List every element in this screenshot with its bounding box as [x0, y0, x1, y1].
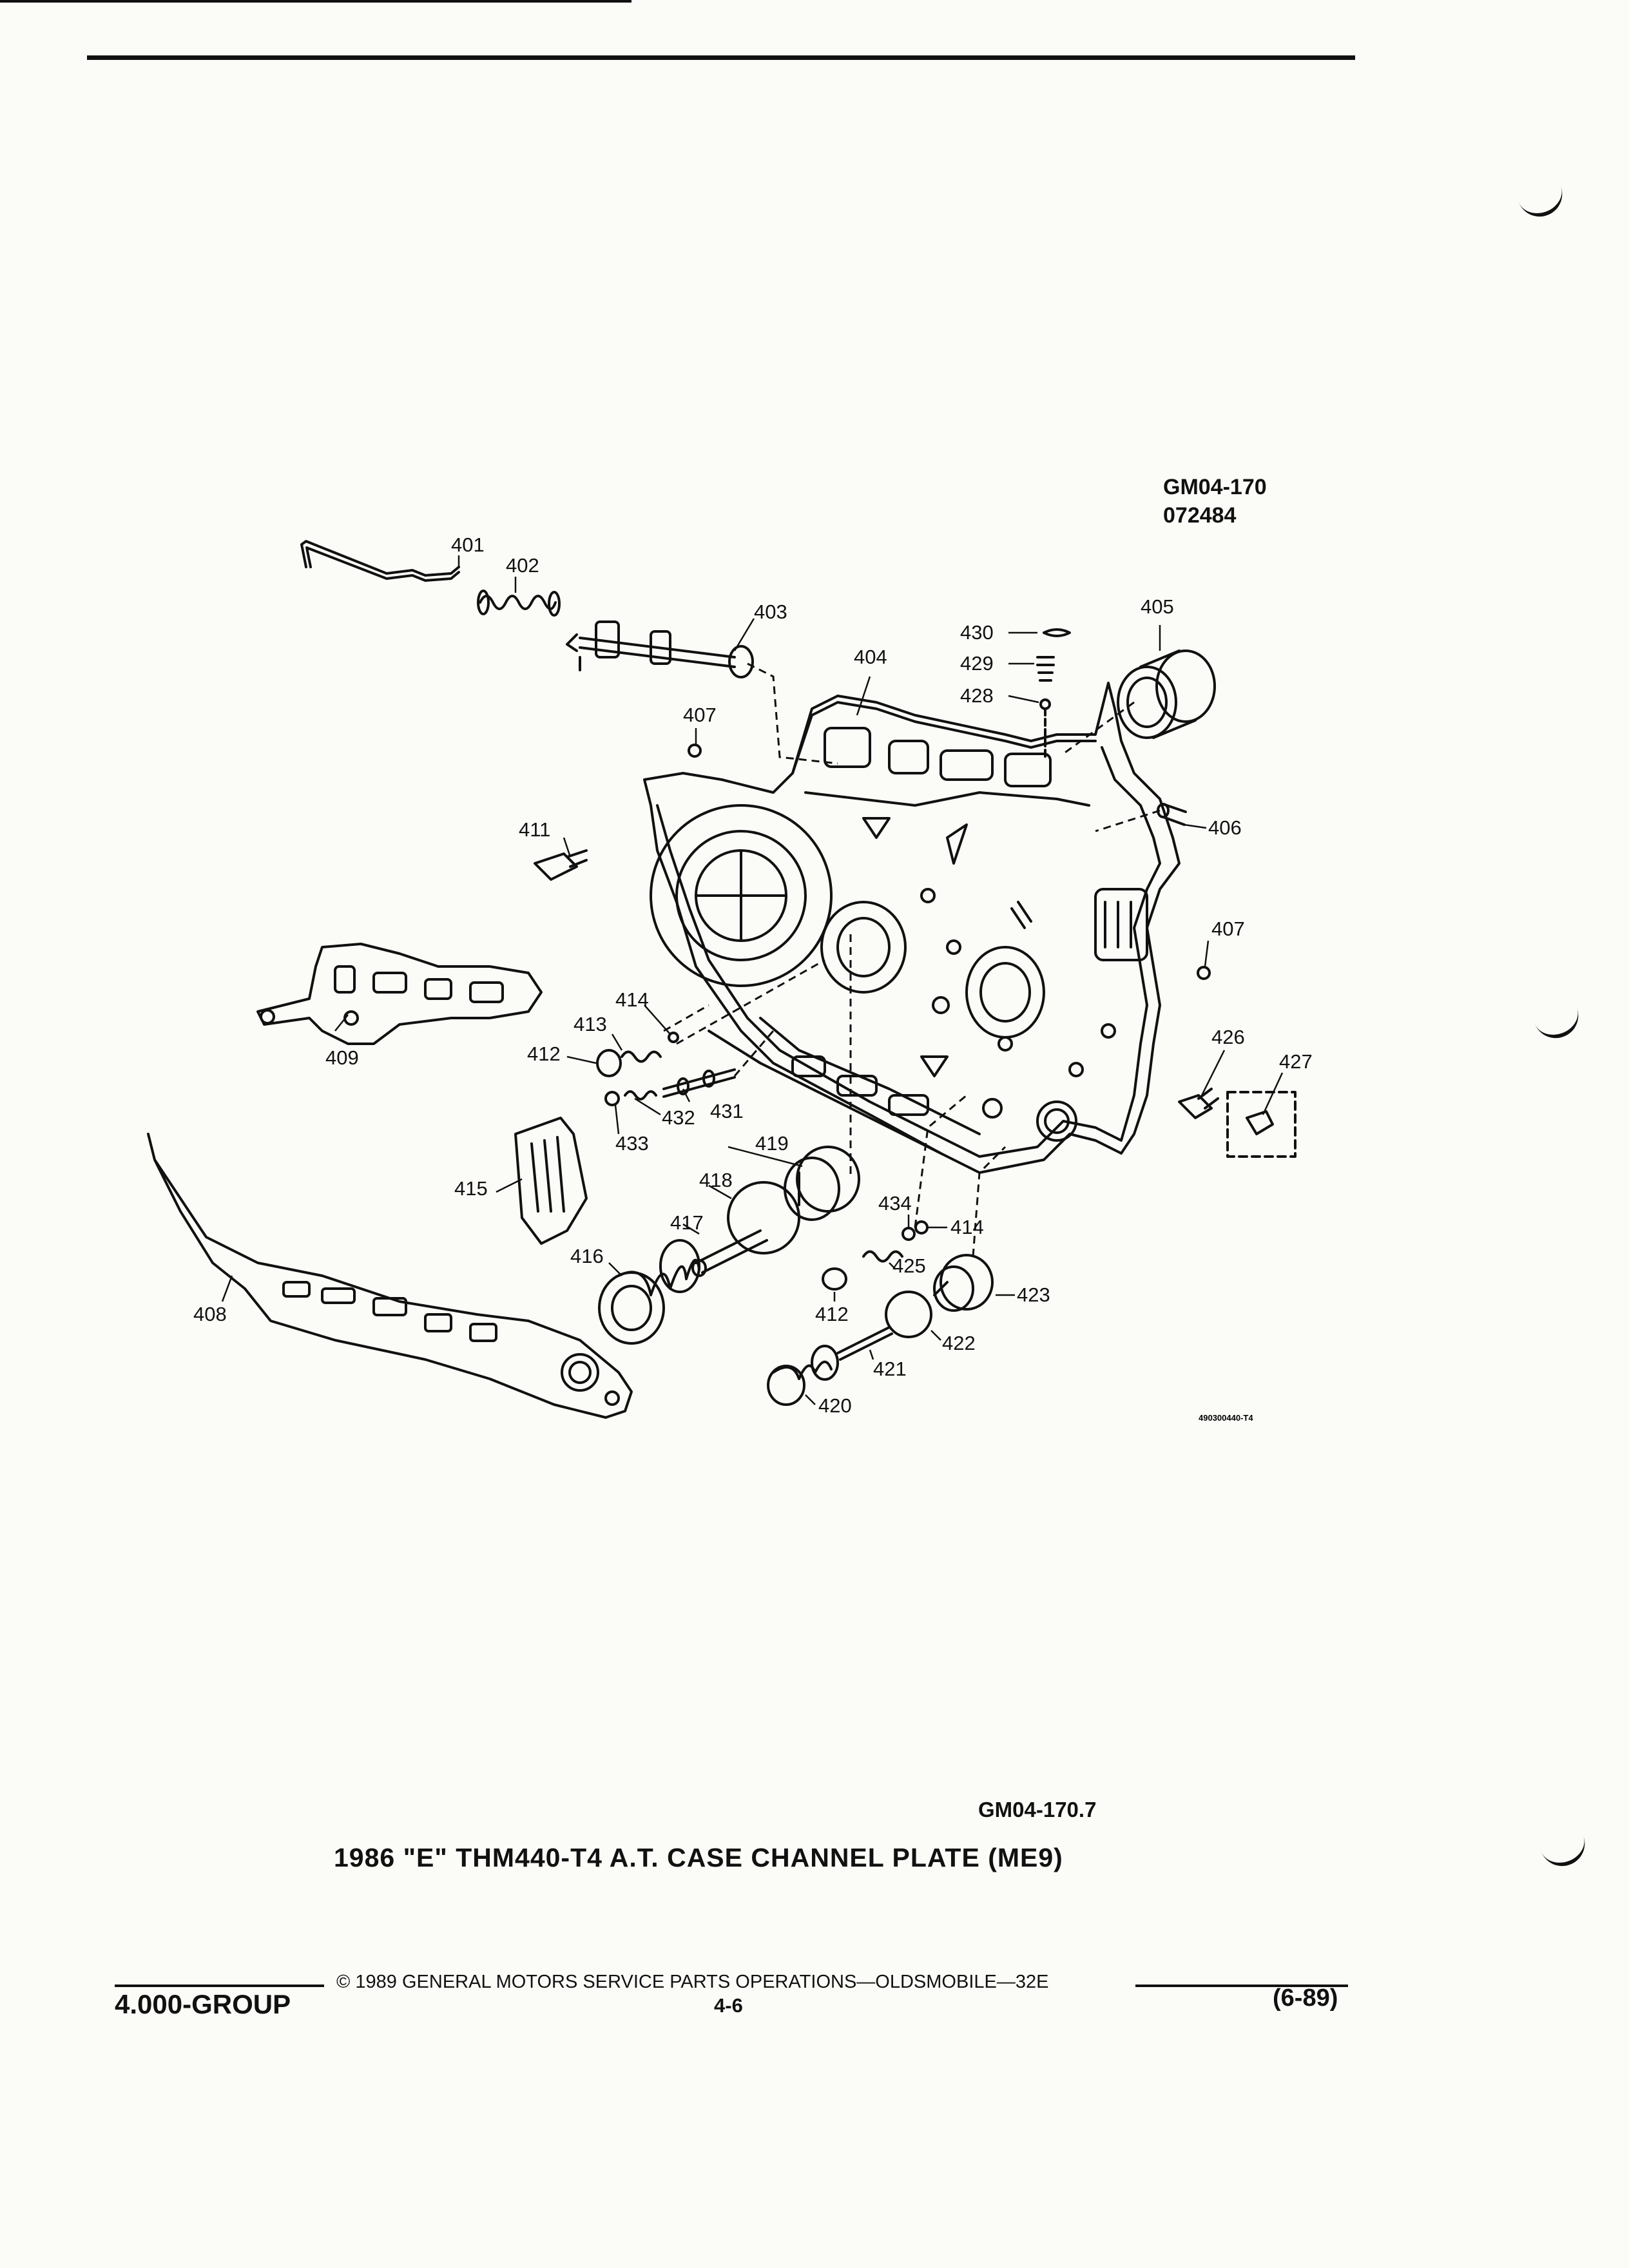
callout-412-upper: 412: [527, 1043, 561, 1065]
footer-revision-date: (6-89): [1273, 1984, 1338, 2012]
part-402-spring: [477, 590, 561, 617]
part-422-seal-ring: [885, 1291, 932, 1338]
callout-401: 401: [451, 533, 485, 556]
caption-title: 1986 "E" THM440-T4 A.T. CASE CHANNEL PLA…: [334, 1843, 1063, 1872]
callout-403: 403: [754, 601, 787, 623]
callout-414-lower: 414: [950, 1216, 984, 1238]
part-425-spring: [862, 1250, 903, 1263]
callout-421: 421: [873, 1358, 907, 1380]
callout-412-lower: 412: [815, 1303, 849, 1325]
callout-419: 419: [755, 1132, 789, 1155]
part-434-check-ball: [901, 1227, 916, 1241]
part-415-gasket: [514, 1117, 588, 1245]
part-401-rod: [300, 540, 460, 582]
callout-425: 425: [892, 1254, 926, 1277]
callout-417: 417: [670, 1211, 704, 1234]
callout-404: 404: [854, 646, 887, 668]
part-420-spring: [767, 1345, 839, 1406]
callout-418: 418: [699, 1169, 733, 1191]
part-405-seal: [1117, 649, 1216, 739]
part-431-433-valve: [604, 1068, 736, 1106]
part-414-check-ball: [914, 1220, 929, 1235]
caption-code: GM04-170.7: [978, 1798, 1097, 1821]
part-416-spring: [598, 1239, 700, 1345]
callout-405: 405: [1141, 595, 1174, 618]
part-426-switch: [1178, 1088, 1219, 1119]
footer-rule-right: [1135, 1984, 1348, 1987]
callout-431: 431: [710, 1100, 744, 1122]
date-code: 072484: [1163, 503, 1237, 528]
callout-415: 415: [454, 1177, 488, 1200]
callout-406: 406: [1208, 816, 1242, 839]
part-403-valve: [566, 620, 754, 678]
figure-code: GM04-170: [1163, 475, 1267, 499]
part-419-piston: [784, 1146, 860, 1221]
callout-433: 433: [615, 1132, 649, 1155]
callout-407-right: 407: [1211, 918, 1245, 940]
part-412-413-414-upper-valve: [596, 1032, 679, 1077]
part-428-430-checkball-spring: [1036, 628, 1071, 762]
callout-423: 423: [1017, 1283, 1050, 1306]
callout-422: 422: [942, 1332, 976, 1354]
callout-432: 432: [662, 1106, 695, 1129]
header-rule: [87, 55, 1355, 60]
callout-420: 420: [818, 1394, 852, 1417]
part-408-gasket: [147, 1133, 633, 1419]
part-407-plug: [1197, 966, 1211, 980]
callout-427: 427: [1279, 1050, 1313, 1073]
footer-rule-left: [115, 1984, 324, 1987]
footer-copyright: © 1989 GENERAL MOTORS SERVICE PARTS OPER…: [336, 1972, 1049, 1992]
top-edge-rule: [0, 0, 631, 3]
callout-408: 408: [193, 1303, 227, 1325]
footer-page-number: 4-6: [714, 1994, 743, 2017]
callout-402: 402: [506, 554, 539, 577]
part-423-piston: [933, 1254, 994, 1312]
callout-426: 426: [1211, 1026, 1245, 1048]
part-409-gasket: [256, 943, 543, 1045]
image-code: 490300440-T4: [1199, 1413, 1253, 1423]
part-407-plug: [688, 744, 702, 758]
footer-group: 4.000-GROUP: [115, 1989, 291, 2019]
callout-409: 409: [325, 1046, 359, 1069]
part-411-plug: [534, 849, 588, 881]
callout-416: 416: [570, 1245, 604, 1267]
part-418-seal-ring: [727, 1181, 800, 1254]
part-404-case-channel-plate: [643, 682, 1181, 1174]
callout-407-upper: 407: [683, 704, 717, 726]
part-427-plug: [1226, 1091, 1296, 1158]
callout-434: 434: [878, 1192, 912, 1215]
callout-428: 428: [960, 684, 994, 707]
callout-411: 411: [519, 818, 550, 841]
callout-429: 429: [960, 652, 994, 675]
part-412-plug: [822, 1267, 847, 1291]
callout-430: 430: [960, 621, 994, 644]
callout-414-upper: 414: [615, 988, 649, 1011]
part-421-pin: [836, 1326, 893, 1361]
callout-413: 413: [574, 1013, 607, 1035]
